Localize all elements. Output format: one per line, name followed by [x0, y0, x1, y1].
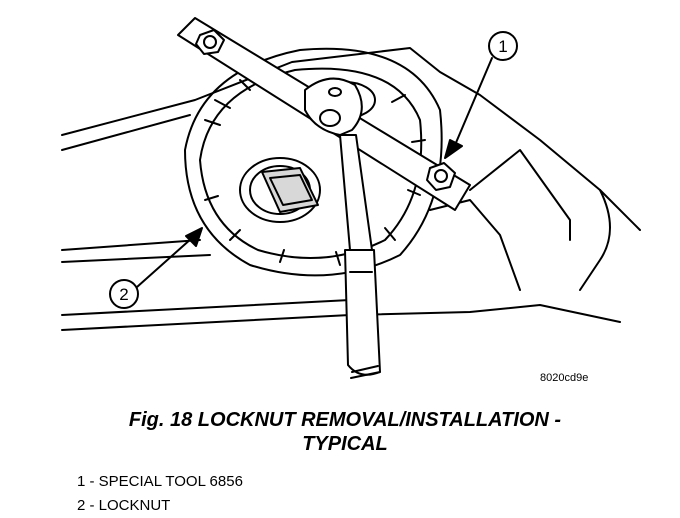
legend-item-1: 1 - SPECIAL TOOL 6856	[77, 473, 243, 490]
callout-1-number: 1	[498, 37, 507, 56]
callout-2-number: 2	[119, 285, 128, 304]
fuel-tank	[61, 47, 641, 331]
caption-line-2: TYPICAL	[302, 433, 388, 455]
legend: 1 - SPECIAL TOOL 6856 2 - LOCKNUT	[77, 470, 243, 518]
legend-item-2: 2 - LOCKNUT	[77, 497, 171, 514]
ratchet-wrench	[304, 77, 381, 379]
figure-code: 8020cd9e	[540, 372, 589, 384]
callout-2	[109, 227, 203, 309]
caption-line-1: Fig. 18 LOCKNUT REMOVAL/INSTALLATION -	[128, 409, 562, 431]
callout-1	[444, 31, 518, 159]
figure-caption: Fig. 18 LOCKNUT REMOVAL/INSTALLATION - T…	[40, 408, 650, 456]
locknut-removal-illustration: 1 2	[61, 17, 641, 379]
